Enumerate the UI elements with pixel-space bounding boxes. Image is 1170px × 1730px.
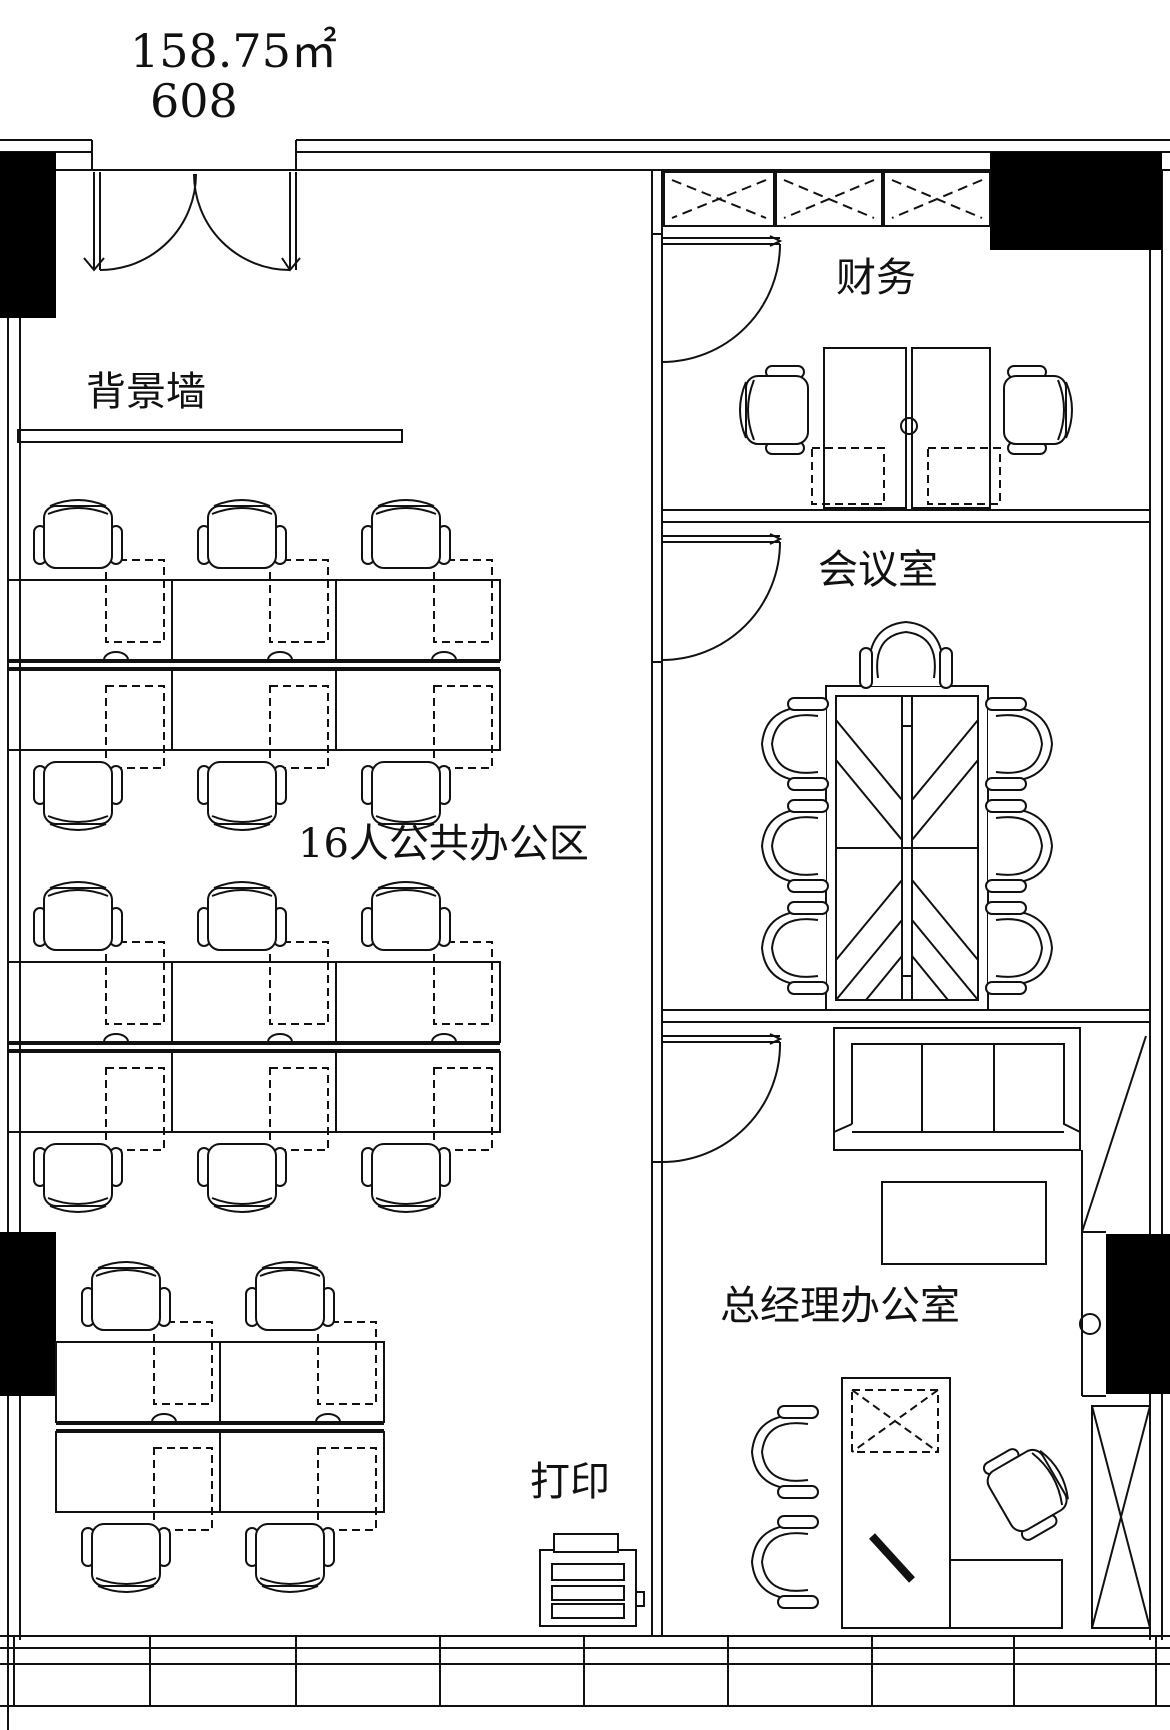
desk-cable-3 [431, 651, 457, 661]
desk-top-7 [55, 1341, 221, 1423]
chair-top-5 [197, 881, 287, 951]
meeting-chair-left-2 [761, 799, 829, 893]
desk-bottom-6 [335, 1051, 501, 1133]
desk-drawer-top-1 [105, 559, 165, 643]
chair-bottom-8 [245, 1523, 335, 1593]
meeting-chair-right-3 [985, 901, 1053, 995]
entrance-door [83, 172, 301, 272]
corridor-partition [651, 170, 663, 1636]
desk-drawer-bottom-2 [269, 685, 329, 769]
desk-top-2 [171, 579, 337, 661]
finance-chair-left [739, 365, 809, 455]
desk-drawer-top-5 [269, 941, 329, 1025]
chair-top-8 [245, 1261, 335, 1331]
desk-drawer-bottom-6 [433, 1067, 493, 1151]
unit-number: 608 [150, 74, 238, 128]
chair-bottom-7 [81, 1523, 171, 1593]
desk-top-3 [335, 579, 501, 661]
printer [539, 1533, 645, 1627]
desk-cluster-3 [55, 1261, 385, 1593]
desk-cable-1 [103, 651, 129, 661]
desk-bottom-1 [7, 669, 173, 751]
desk-drawer-bottom-5 [269, 1067, 329, 1151]
gm-guest-chair-2 [751, 1515, 819, 1609]
desk-cable-7 [151, 1413, 177, 1423]
meeting-chair-right-2 [985, 799, 1053, 893]
label-meeting-room: 会议室 [818, 547, 938, 593]
desk-cable-6 [431, 1033, 457, 1043]
meeting-chair-head [859, 621, 953, 689]
desk-drawer-top-6 [433, 941, 493, 1025]
label-print: 打印 [530, 1459, 610, 1505]
meeting-room [661, 533, 1150, 1023]
label-gm-office: 总经理办公室 [720, 1283, 960, 1329]
chair-bottom-2 [197, 761, 287, 831]
label-open-office: 16人公共办公区 [298, 821, 589, 867]
desk-top-5 [171, 961, 337, 1043]
chair-top-1 [33, 499, 123, 569]
chair-bottom-6 [361, 1143, 451, 1213]
chair-top-2 [197, 499, 287, 569]
desk-drawer-top-7 [153, 1321, 213, 1405]
desk-bottom-7 [55, 1431, 221, 1513]
desk-drawer-top-3 [433, 559, 493, 643]
desk-cluster-2 [7, 881, 501, 1213]
chair-top-7 [81, 1261, 171, 1331]
area-label: 158.75㎡ [130, 24, 337, 78]
desk-drawer-top-8 [317, 1321, 377, 1405]
desk-drawer-top-4 [105, 941, 165, 1025]
desk-top-4 [7, 961, 173, 1043]
finance-chair-right [1003, 365, 1073, 455]
gm-office [661, 1027, 1151, 1629]
chair-top-6 [361, 881, 451, 951]
desk-top-6 [335, 961, 501, 1043]
desk-drawer-bottom-8 [317, 1447, 377, 1531]
chair-bottom-4 [33, 1143, 123, 1213]
desk-cable-8 [315, 1413, 341, 1423]
desk-bottom-4 [7, 1051, 173, 1133]
label-background-wall: 背景墙 [86, 369, 206, 415]
desk-bottom-8 [219, 1431, 385, 1513]
desk-top-1 [7, 579, 173, 661]
chair-top-4 [33, 881, 123, 951]
label-finance: 财务 [836, 255, 916, 301]
background-wall [17, 429, 403, 443]
desk-cable-5 [267, 1033, 293, 1043]
desk-bottom-3 [335, 669, 501, 751]
chair-bottom-5 [197, 1143, 287, 1213]
gm-guest-chair-1 [751, 1405, 819, 1499]
meeting-chair-left-1 [761, 697, 829, 791]
desk-cable-4 [103, 1033, 129, 1043]
desk-bottom-5 [171, 1051, 337, 1133]
desk-cluster-1 [7, 499, 501, 831]
desk-bottom-2 [171, 669, 337, 751]
desk-drawer-top-2 [269, 559, 329, 643]
structural-columns [0, 152, 1170, 1396]
meeting-chair-right-1 [985, 697, 1053, 791]
desk-drawer-bottom-1 [105, 685, 165, 769]
desk-drawer-bottom-4 [105, 1067, 165, 1151]
desk-cable-2 [267, 651, 293, 661]
gm-chair [977, 1432, 1083, 1546]
chair-bottom-3 [361, 761, 451, 831]
desk-drawer-bottom-3 [433, 685, 493, 769]
meeting-chair-left-3 [761, 901, 829, 995]
finance-room [661, 171, 1150, 523]
desk-top-8 [219, 1341, 385, 1423]
desk-drawer-bottom-7 [153, 1447, 213, 1531]
chair-top-3 [361, 499, 451, 569]
chair-bottom-1 [33, 761, 123, 831]
